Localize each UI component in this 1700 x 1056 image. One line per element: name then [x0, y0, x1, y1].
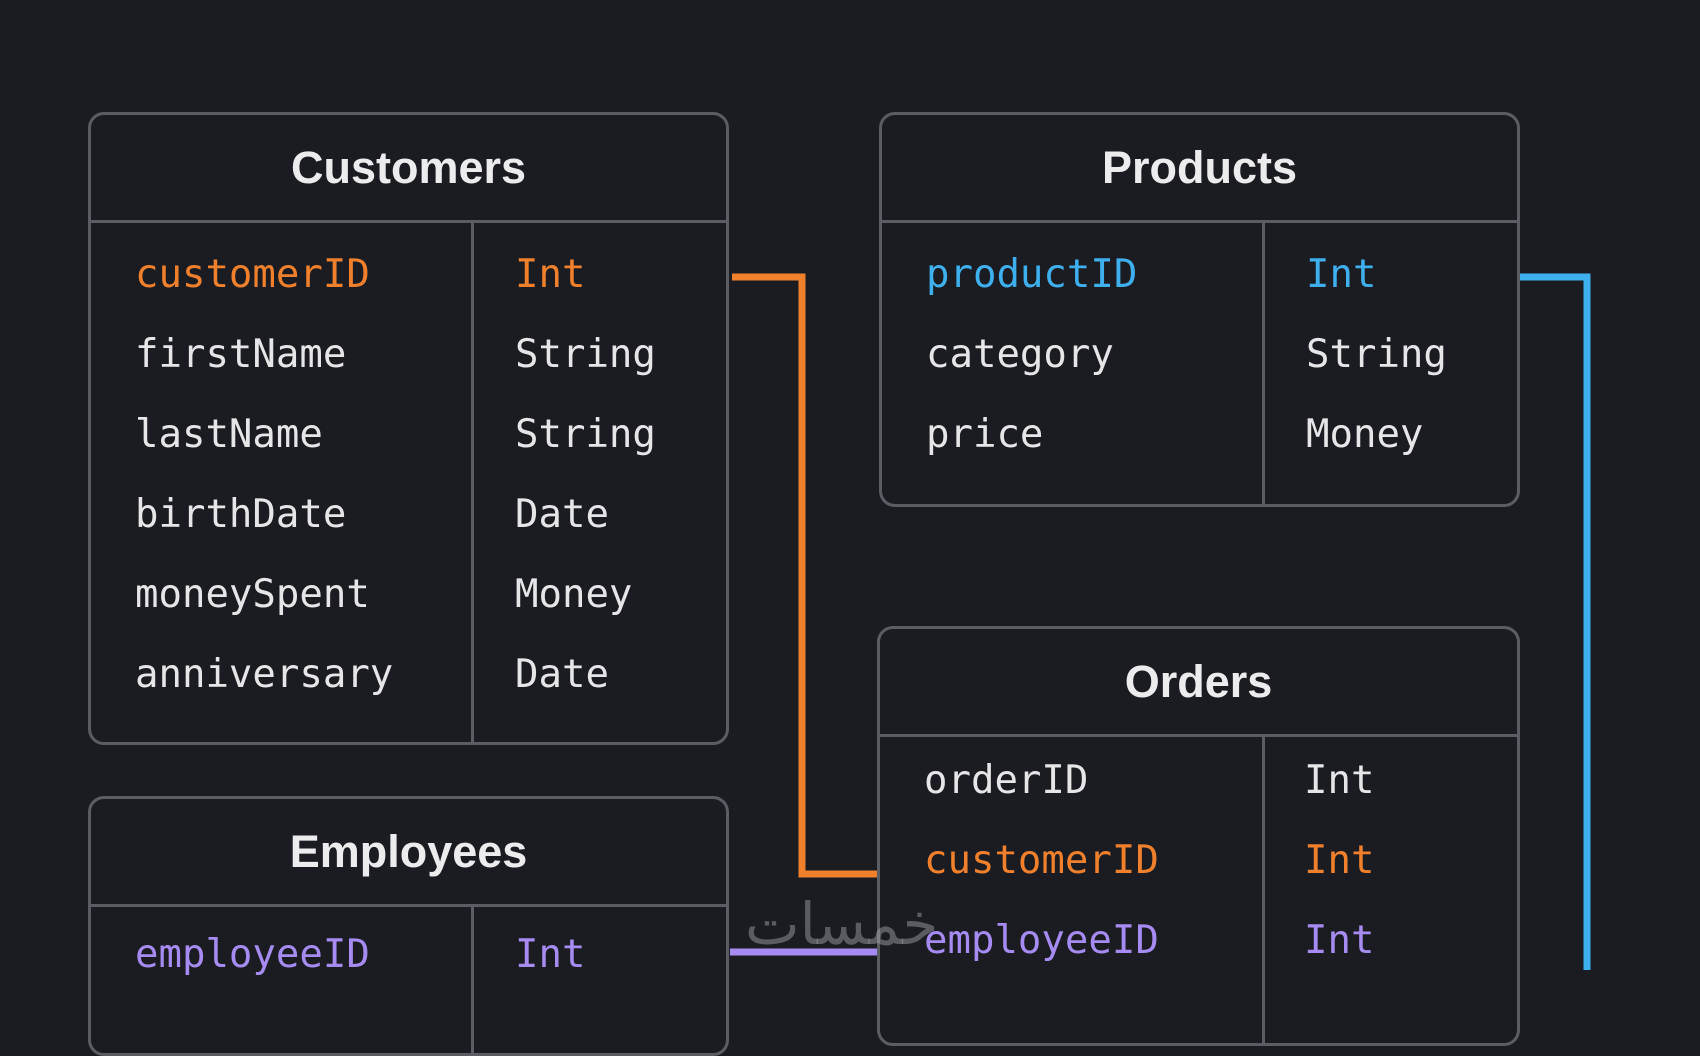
- field-type: Date: [515, 652, 609, 697]
- field-type: Int: [515, 932, 586, 977]
- table-row: price Money: [882, 395, 1517, 475]
- field-name: birthDate: [135, 492, 347, 537]
- field-type: Date: [515, 492, 609, 537]
- field-name: anniversary: [135, 652, 394, 697]
- customer-id-relation-line: [732, 273, 877, 878]
- table-row: category String: [882, 315, 1517, 395]
- field-type: Int: [1304, 758, 1375, 803]
- table-row: productID Int: [882, 235, 1517, 315]
- field-name: productID: [926, 252, 1138, 297]
- field-type: Money: [515, 572, 633, 617]
- table-row: moneySpent Money: [91, 555, 726, 635]
- column-divider: [1262, 223, 1265, 504]
- column-divider: [471, 223, 474, 742]
- table-row: customerID Int: [880, 821, 1517, 901]
- field-type: Int: [1306, 252, 1377, 297]
- field-name: employeeID: [924, 918, 1159, 963]
- field-name: moneySpent: [135, 572, 370, 617]
- field-type: Int: [515, 252, 586, 297]
- table-row: orderID Int: [880, 741, 1517, 821]
- field-name: category: [926, 332, 1114, 377]
- table-row: employeeID Int: [91, 915, 726, 995]
- field-name: employeeID: [135, 932, 370, 977]
- table-row: anniversary Date: [91, 635, 726, 715]
- customers-table-title: Customers: [91, 115, 726, 223]
- product-id-relation-line: [1519, 273, 1591, 970]
- table-row: employeeID Int: [880, 901, 1517, 981]
- field-name: lastName: [135, 412, 323, 457]
- table-row: customerID Int: [91, 235, 726, 315]
- watermark: خمسات: [745, 890, 939, 958]
- column-divider: [1262, 737, 1265, 1043]
- field-type: Int: [1304, 838, 1375, 883]
- products-table: Products productID Int category String price…: [879, 112, 1520, 507]
- field-type: String: [1306, 332, 1447, 377]
- field-type: Int: [1304, 918, 1375, 963]
- table-row: lastName String: [91, 395, 726, 475]
- products-table-title: Products: [882, 115, 1517, 223]
- employees-table: Employees employeeID Int: [88, 796, 729, 1056]
- table-row: firstName String: [91, 315, 726, 395]
- field-type: Money: [1306, 412, 1424, 457]
- field-name: orderID: [924, 758, 1089, 803]
- relationship-lines: [730, 273, 1591, 970]
- field-name: price: [926, 412, 1044, 457]
- field-type: String: [515, 412, 656, 457]
- employees-table-title: Employees: [91, 799, 726, 907]
- table-row: birthDate Date: [91, 475, 726, 555]
- field-name: customerID: [135, 252, 370, 297]
- orders-table-title: Orders: [880, 629, 1517, 737]
- field-name: customerID: [924, 838, 1159, 883]
- field-type: String: [515, 332, 656, 377]
- field-name: firstName: [135, 332, 347, 377]
